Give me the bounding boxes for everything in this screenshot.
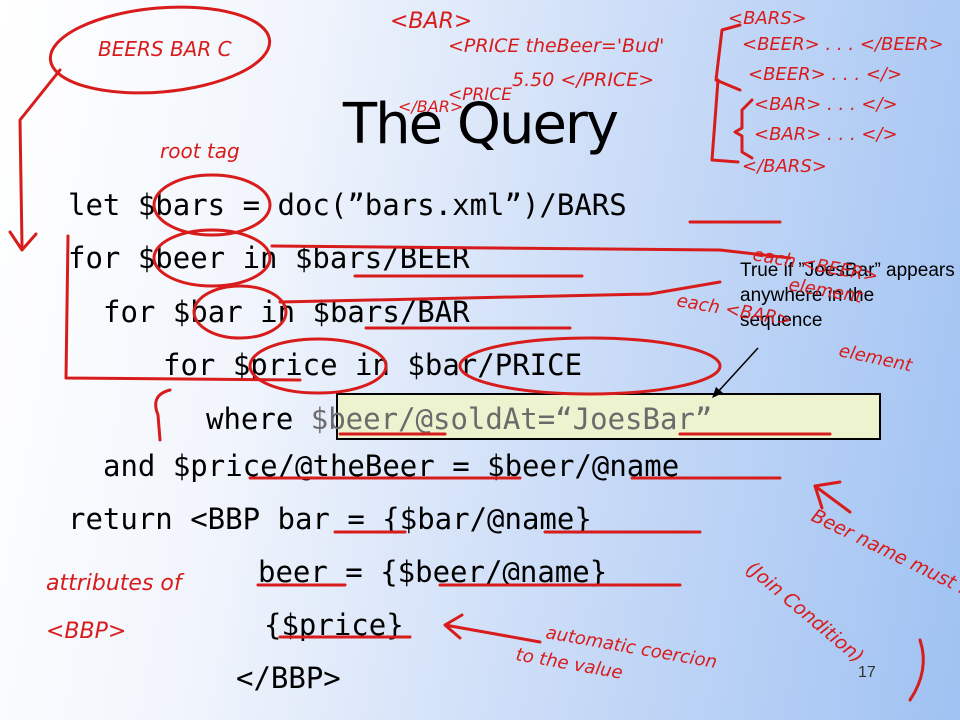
code-line-7: return <BBP bar = {$bar/@name}	[68, 502, 592, 536]
where-bracket	[154, 388, 172, 442]
ann-beer-line2: <BEER> . . . </>	[748, 64, 902, 85]
code-line-1: let $bars = doc(”bars.xml”)/BARS	[68, 188, 627, 222]
code-line-2: for $beer in $bars/BEER	[68, 241, 470, 275]
ann-beers-bar: BEERS BAR C	[98, 37, 232, 61]
ann-beer-name: Beer name must match	[808, 505, 960, 623]
ann-price-value: 5.50 </PRICE>	[512, 69, 654, 91]
join-paren	[908, 638, 925, 702]
ann-join-condition: (Join Condition)	[742, 557, 868, 668]
where-keyword: where	[206, 402, 311, 436]
ann-bar-open: <BAR>	[390, 9, 472, 34]
ann-beer-line1: <BEER> . . . </BEER>	[742, 34, 944, 55]
ann-attributes-of: attributes of	[46, 571, 185, 596]
code-line-4: for $price in $bar/PRICE	[163, 348, 583, 382]
code-line-6: and $price/@theBeer = $beer/@name	[103, 449, 680, 483]
code-line-3: for $bar in $bars/BAR	[103, 295, 470, 329]
slide-title: The Query	[342, 92, 619, 157]
ann-bars-close: </BARS>	[742, 156, 827, 177]
where-condition: $beer/@soldAt=“JoesBar”	[310, 402, 713, 436]
structure-brace-1	[714, 23, 742, 92]
code-line-9: {$price}	[264, 608, 404, 642]
ann-automatic-coercion: automatic coercion	[544, 622, 718, 673]
ann-bbp: <BBP>	[46, 619, 126, 644]
code-line-10: </BBP>	[236, 661, 341, 695]
beers-bar-ellipse	[48, 5, 272, 95]
code-line-8: beer = {$beer/@name}	[258, 555, 608, 589]
page-number: 17	[858, 664, 876, 681]
beer-name-arrow	[813, 480, 852, 514]
callout-text: True if ”JoesBar” appears anywhere in th…	[740, 260, 955, 331]
ann-element-2: element	[837, 340, 915, 376]
code-line-5: where $beer/@soldAt=“JoesBar”	[206, 402, 712, 436]
ann-bars-open: <BARS>	[728, 8, 807, 29]
callout-arrow	[712, 347, 759, 398]
ann-to-the-value: to the value	[514, 644, 624, 683]
price-arrow	[443, 613, 542, 644]
ann-price-thebeer: <PRICE theBeer='Bud'	[448, 35, 664, 57]
